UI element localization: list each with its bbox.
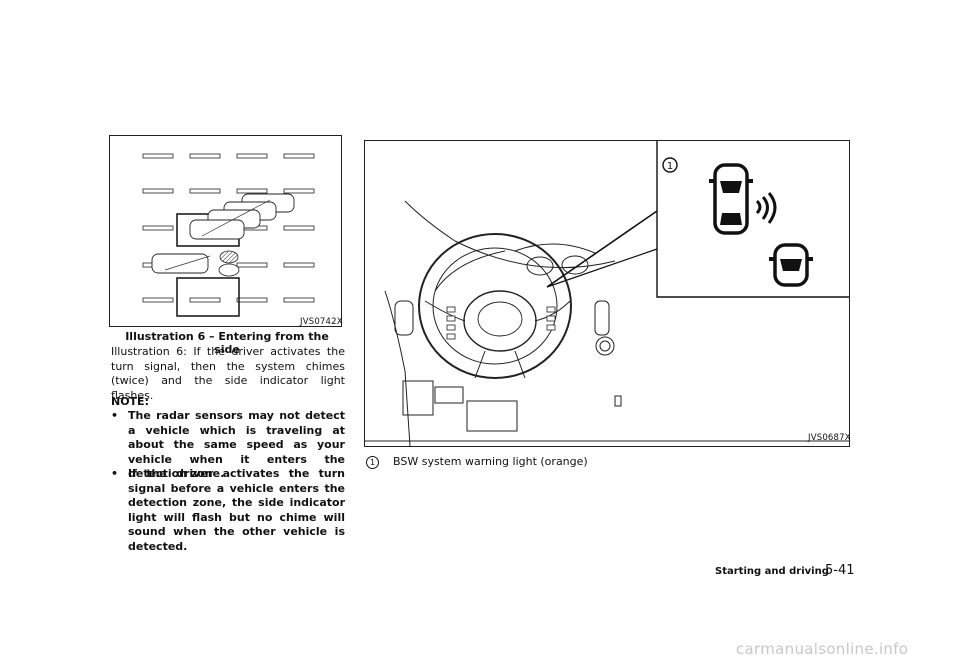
bullet-icon: •: [111, 409, 119, 422]
callout-number-badge: 1: [662, 157, 678, 173]
note-item-text: If the driver activates the turn signal …: [128, 467, 345, 553]
note-item: • The radar sensors may not detect a veh…: [111, 409, 345, 482]
figure-caption: Illustration 6 – Entering from the side: [125, 330, 329, 356]
section-title: Starting and driving: [715, 566, 829, 577]
dashboard-drawing: 1: [365, 141, 849, 446]
legend-text: BSW system warning light (orange): [393, 455, 588, 468]
watermark: carmanualsonline.info: [736, 640, 909, 658]
note-item: • If the driver activates the turn signa…: [111, 467, 345, 555]
figure-code: JVS0742X: [300, 317, 343, 327]
note-label: NOTE:: [111, 395, 149, 408]
bsw-indicator-icon: [709, 163, 813, 287]
lane-diagram-drawing: [142, 153, 315, 317]
radar-signal-marker-outline: [218, 263, 240, 277]
body-paragraph: Illustration 6: If the driver activates …: [111, 345, 345, 402]
legend-number: 1: [366, 456, 379, 469]
bullet-icon: •: [111, 467, 119, 480]
steering-buttons: [446, 306, 556, 340]
lane-markings: [142, 153, 315, 303]
inset-panel: [656, 141, 849, 298]
callout-line: [546, 210, 658, 288]
dashboard-figure: 1: [364, 140, 850, 447]
legend-item: 1 BSW system warning light (orange): [366, 455, 588, 469]
lane-diagram-figure: [109, 135, 342, 327]
callout-number: 1: [667, 161, 673, 172]
vehicle-drawings: [151, 193, 295, 274]
note-item-text: The radar sensors may not detect a vehic…: [128, 409, 345, 481]
detection-zone-box-lower: [176, 277, 240, 317]
radar-signal-marker: [219, 250, 239, 264]
figure-code: JVS0687X: [808, 433, 851, 443]
page-number: 5-41: [825, 563, 855, 578]
